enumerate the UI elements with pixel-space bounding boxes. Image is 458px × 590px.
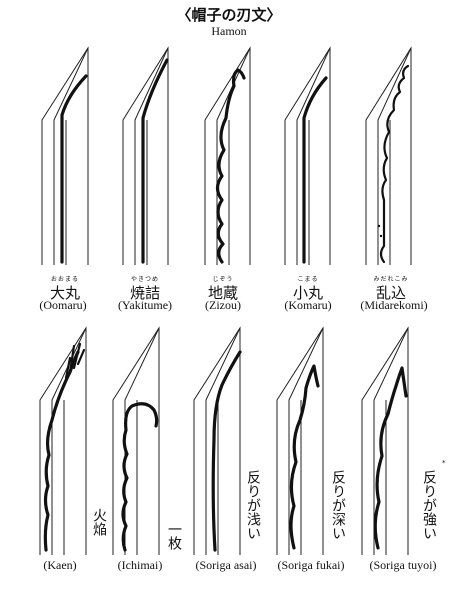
vertical-label-soriga-asai: 反りが浅い [245,470,261,540]
hamon-line-komaru [304,78,326,262]
romaji-kaen: (Kaen) [20,558,100,573]
blade-yakitume [123,48,168,265]
blade-midarekomi [366,48,411,265]
hamon-line-ichimai [123,404,157,550]
romaji-ichimai: (Ichimai) [100,558,180,573]
hamon-line-soriga-fukai [291,366,318,548]
romaji-soriga-tuyoi: (Soriga tuyoi) [352,558,454,573]
hamon-line-soriga-asai [213,352,240,550]
blade-soriga-fukai [277,328,323,555]
blade-ichimai [113,328,159,555]
blade-komaru [285,48,330,265]
vertical-label-ichimai: 一枚 [166,522,182,550]
vertical-label-soriga-tuyoi: 反りが強い [421,470,437,540]
hamon-line-zizou [218,70,245,262]
blade-kaen [40,328,86,555]
blade-oomaru [42,48,88,265]
hamon-line-midarekomi [381,66,408,262]
vertical-label-kaen: 火焔 [91,508,107,536]
asterisk-mark: * [442,459,446,467]
blade-soriga-asai [194,328,240,555]
romaji-soriga-fukai: (Soriga fukai) [266,558,356,573]
vertical-label-soriga-fukai: 反りが深い [330,470,346,540]
romaji-soriga-asai: (Soriga asai) [178,558,274,573]
blade-zizou [205,48,250,265]
hamon-line-soriga-tuyoi [375,368,406,548]
romaji-midarekomi: (Midarekomi) [340,298,448,313]
blade-soriga-tuyoi [362,328,408,555]
hamon-line-kaen [45,352,78,550]
romaji-zizou: (Zizou) [178,298,268,313]
